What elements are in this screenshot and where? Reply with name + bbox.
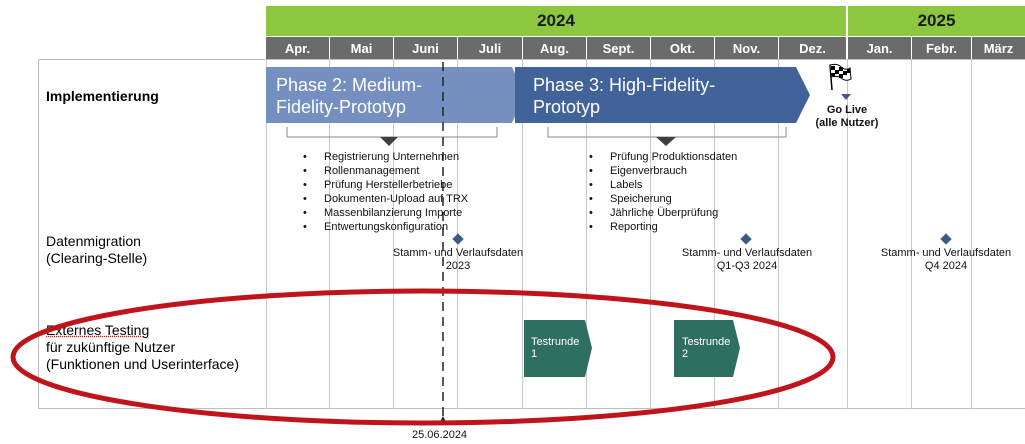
migration-label-2: Stamm- und Verlaufsdaten Q1-Q3 2024 (667, 247, 827, 273)
month-gridline (911, 59, 912, 409)
phase2-title-line: Phase 2: Medium- (276, 75, 423, 95)
month-nov: Nov. (715, 37, 778, 59)
month-gridline (266, 59, 267, 409)
phase2-arrow-shape (266, 67, 525, 123)
month-juni: Juni (394, 37, 457, 59)
grid-top-border (38, 59, 1025, 60)
grid-left-border (38, 59, 39, 409)
row-label-implementation: Implementierung (46, 88, 159, 104)
list-item: Prüfung Produktionsdaten (586, 150, 786, 164)
month-gridline (650, 59, 651, 409)
year-label: 2024 (537, 11, 575, 30)
golive-label-line: (alle Nutzer) (815, 117, 879, 129)
list-item: Prüfung Herstellerbetriebe (300, 178, 500, 192)
list-item: Speicherung (586, 192, 786, 206)
phase3-bracket (547, 127, 787, 138)
month-maerz: März (972, 37, 1025, 59)
month-mai: Mai (330, 37, 393, 59)
list-item: Labels (586, 178, 786, 192)
golive-label-line: Go Live (826, 104, 868, 116)
month-gridline (586, 59, 587, 409)
year-label: 2025 (917, 11, 956, 30)
migration-label-line: Q4 2024 (924, 260, 968, 272)
migration-label-line: 2023 (445, 260, 471, 272)
month-gridline (971, 59, 972, 409)
month-gridline (393, 59, 394, 409)
month-gridline (714, 59, 715, 409)
row-label-line: für zukünftige Nutzer (46, 339, 176, 355)
list-item: Reporting (586, 220, 786, 234)
row-label-testing: Externes Testing für zukünftige Nutzer (… (46, 322, 239, 373)
row-label-line: Datenmigration (46, 233, 141, 249)
test-round-2: Testrunde 2 (682, 336, 730, 360)
month-aug: Aug. (523, 37, 586, 59)
test2-arrow-shape (674, 320, 740, 377)
test-round-label-line: Testrunde (531, 336, 580, 348)
migration-label-line: Stamm- und Verlaufsdaten (392, 247, 524, 259)
month-dez: Dez. (779, 37, 846, 59)
phase2-title-line: Fidelity-Prototyp (276, 97, 407, 117)
phase3-title: Phase 3: High-Fidelity- Prototyp (525, 70, 805, 122)
phase2-item-list: Registrierung Unternehmen Rollenmanageme… (300, 150, 500, 234)
month-febr: Febr. (912, 37, 971, 59)
phase3-title-line: Prototyp (533, 97, 601, 117)
month-juli: Juli (458, 37, 522, 59)
migration-label-3: Stamm- und Verlaufsdaten Q4 2024 (866, 247, 1025, 273)
golive-label: Go Live (alle Nutzer) (808, 104, 886, 130)
test-round-label-line: 2 (682, 348, 689, 360)
row-label-line: (Clearing-Stelle) (46, 250, 148, 266)
month-gridline (329, 59, 330, 409)
phase3-arrow-shape (515, 67, 810, 123)
month-okt: Okt. (651, 37, 714, 59)
list-item: Dokumenten-Upload auf TRX (300, 192, 500, 206)
month-apr: Apr. (266, 37, 329, 59)
migration-label-1: Stamm- und Verlaufsdaten 2023 (378, 247, 538, 273)
migration-label-line: Stamm- und Verlaufsdaten (681, 247, 813, 259)
grid-bottom-border (38, 408, 1025, 409)
year-2024-header: 2024 (266, 6, 846, 36)
list-item: Massenbilanzierung Importe (300, 206, 500, 220)
migration-label-line: Stamm- und Verlaufsdaten (880, 247, 1012, 259)
month-gridline (522, 59, 523, 409)
today-date-label: 25.06.2024 (412, 429, 468, 441)
phase2-bracket-pointer (380, 137, 398, 146)
phase2-bracket (286, 127, 498, 138)
phase3-bracket-pointer (656, 137, 676, 146)
golive-marker (841, 94, 851, 100)
checkered-flag-icon (829, 63, 852, 91)
highlight-ellipse (10, 288, 836, 426)
list-item: Eigenverbrauch (586, 164, 786, 178)
row-label-line: Externes Testing (46, 322, 150, 338)
test-round-1: Testrunde 1 (531, 336, 579, 360)
test-round-label-line: 1 (531, 348, 538, 360)
row-label-line: (Funktionen und Userinterface) (46, 356, 239, 372)
phase3-item-list: Prüfung Produktionsdaten Eigenverbrauch … (586, 150, 786, 234)
test-round-label-line: Testrunde (682, 336, 731, 348)
list-item: Rollenmanagement (300, 164, 500, 178)
migration-label-line: Q1-Q3 2024 (716, 260, 778, 272)
month-sept: Sept. (587, 37, 650, 59)
test1-arrow-shape (524, 320, 592, 377)
phase2-title: Phase 2: Medium- Fidelity-Prototyp (268, 70, 513, 122)
list-item: Registrierung Unternehmen (300, 150, 500, 164)
list-item: Entwertungskonfiguration (300, 220, 500, 234)
month-gridline (778, 59, 779, 409)
month-jan: Jan. (848, 37, 911, 59)
year-2025-header: 2025 (848, 6, 1025, 36)
phase3-title-line: Phase 3: High-Fidelity- (533, 75, 716, 95)
month-gridline (847, 59, 848, 409)
row-label-migration: Datenmigration (Clearing-Stelle) (46, 233, 147, 267)
list-item: Jährliche Überprüfung (586, 206, 786, 220)
